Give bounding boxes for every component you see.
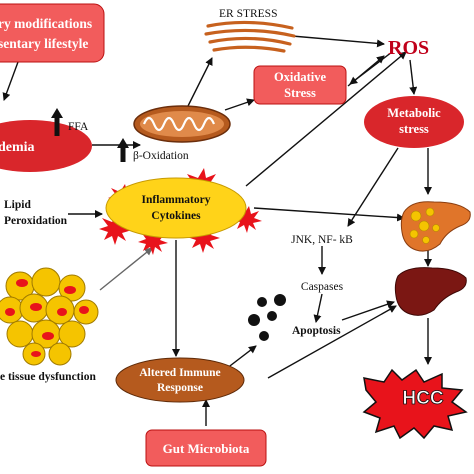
ffa-label: FFA (68, 121, 89, 133)
apoptosis-label: Apoptosis (292, 325, 341, 337)
lipid-peroxidation: Lipid Peroxidation (4, 199, 68, 227)
jnk-nfkb-label: JNK, NF- kB (291, 234, 353, 246)
gut-microbiota-box: Gut Microbiota (145, 429, 267, 467)
hyperlipidemia-node: demia (0, 120, 92, 172)
up-arrow-icon (51, 108, 63, 136)
arrow-ros-to-metabolic (409, 59, 418, 95)
fatty-liver-icon (400, 201, 471, 252)
oxidative-stress-line1: Oxidative (274, 70, 327, 84)
up-arrow-icon (117, 138, 129, 162)
altered-immune-line1: Altered Immune (139, 367, 220, 379)
metabolic-stress-line2: stress (399, 122, 429, 136)
altered-immune-line2: Response (157, 382, 203, 394)
beta-oxidation-label: β-Oxidation (133, 150, 189, 162)
inflammatory-cytokines-line2: Cytokines (151, 210, 201, 222)
inflammatory-cytokines-line1: Inflammatory (142, 194, 211, 206)
fibrotic-liver-icon (394, 267, 467, 316)
hcc-node: HCC (362, 368, 468, 440)
arrow-cytokines-to-ros (245, 51, 407, 187)
metabolic-stress-node: Metabolic stress (364, 96, 464, 148)
hyperlipidemia-label: demia (0, 140, 35, 155)
lipid-peroxidation-line1: Lipid (4, 199, 31, 211)
arrow-mitochondria-to-oxidative (224, 98, 255, 111)
diet-lifestyle-line1: ry modifications (0, 16, 92, 31)
oxidative-stress-line2: Stress (284, 86, 316, 100)
altered-immune-node: Altered Immune Response (115, 357, 245, 403)
arrow-er-to-ros (291, 35, 385, 48)
beta-oxidation: β-Oxidation (117, 138, 189, 162)
diet-lifestyle-line2: sentary lifestyle (0, 36, 88, 51)
apoptotic-bodies-icon (248, 294, 286, 341)
arrow-mitochondria-to-er-stress (184, 57, 213, 113)
arrow-caspases-to-apoptosis (313, 293, 323, 323)
gut-microbiota-label: Gut Microbiota (163, 441, 250, 456)
inflammatory-cytokines-node: Inflammatory Cytokines (99, 168, 262, 255)
ros-label: ROS (388, 37, 429, 59)
arrow-ros-to-oxidative (349, 51, 393, 85)
connector-arrows (2, 35, 432, 426)
metabolic-stress-line1: Metabolic (387, 106, 441, 120)
adipose-tissue-icon (0, 267, 99, 366)
ffa-increase: FFA (51, 108, 89, 136)
endoplasmic-reticulum-icon (204, 20, 296, 53)
caspases-label: Caspases (301, 281, 344, 293)
lipid-peroxidation-line2: Peroxidation (4, 215, 68, 227)
arrow-cytokines-to-steatosis (253, 207, 405, 222)
arrow-immune-to-fibrosis (267, 305, 397, 379)
hcc-label: HCC (402, 388, 443, 409)
arrow-apoptosis-to-fibrosis (341, 300, 395, 321)
er-stress-label: ER STRESS (219, 8, 277, 20)
arrow-adipose-to-cytokines (99, 247, 153, 291)
adipose-dysfunction-label: e tissue dysfunction (0, 371, 96, 383)
oxidative-stress-box: Oxidative Stress (253, 65, 347, 105)
arrow-metabolic-to-jnk (347, 147, 399, 227)
arrow-diet-to-hyperlipidemia (2, 61, 19, 101)
mitochondria-icon (133, 105, 231, 143)
diet-lifestyle-box: ry modifications sentary lifestyle (0, 3, 105, 63)
er-stress-node: ER STRESS (204, 8, 296, 53)
